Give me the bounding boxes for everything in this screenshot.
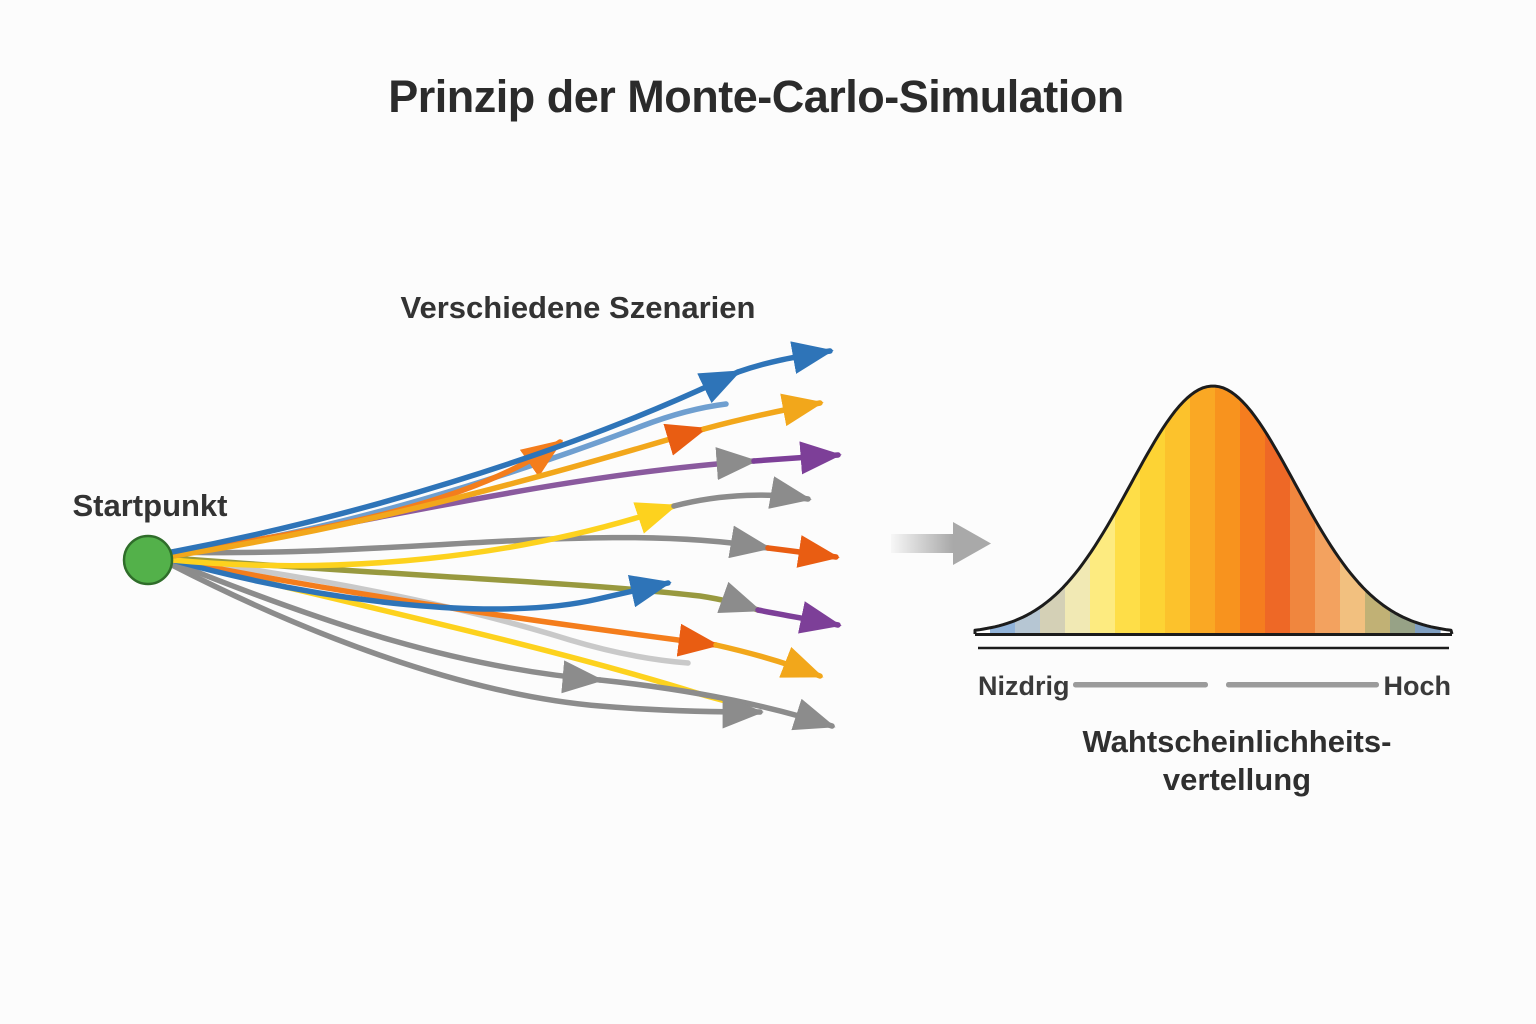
distribution-stripe (1140, 386, 1166, 634)
scenario-path (713, 642, 824, 679)
distribution-stripe (1290, 386, 1316, 634)
transition-arrow-icon (891, 522, 991, 565)
distribution-stripe (1240, 386, 1266, 634)
range-bar-right (1226, 682, 1379, 688)
caption-line-1: Wahtscheinlichheits- (1083, 724, 1392, 759)
bell-outline (973, 384, 1454, 635)
distribution-stripe (1090, 386, 1116, 634)
scenario-path (169, 555, 691, 666)
scenario-path (169, 525, 772, 559)
distribution-stripe (1390, 386, 1416, 634)
scenarios-label: Verschiedene Szenarien (401, 290, 756, 325)
scenario-path (597, 677, 836, 731)
scenario-path (671, 476, 812, 509)
low-label: Nizdrig (978, 671, 1070, 701)
range-bar-left (1073, 682, 1208, 688)
distribution-stripe (1015, 386, 1041, 634)
scenario-path (169, 423, 708, 559)
scenario-path (755, 601, 842, 634)
start-point-label: Startpunkt (73, 488, 228, 523)
distribution-stripe (1415, 386, 1441, 634)
probability-range: Nizdrig Hoch (978, 671, 1451, 701)
scenario-path (765, 535, 840, 568)
distribution-caption: Wahtscheinlichheits- vertellung (1083, 724, 1392, 797)
distribution-stripe (1065, 386, 1091, 634)
distribution-stripe (1215, 386, 1241, 634)
distribution-stripe (1365, 386, 1391, 634)
high-label: Hoch (1384, 671, 1452, 701)
scenario-path (169, 401, 729, 557)
scenario-path (169, 559, 604, 694)
distribution-stripe (1165, 386, 1191, 634)
distribution-stripe (1315, 386, 1341, 634)
distribution-stripe (1190, 386, 1216, 634)
probability-distribution-curve (973, 384, 1454, 650)
distribution-stripe (1265, 386, 1291, 634)
scenario-arrows (169, 341, 842, 731)
scenario-path (169, 562, 764, 729)
distribution-stripe (1340, 386, 1366, 634)
scenario-path (169, 502, 678, 569)
scenario-path (169, 369, 742, 555)
scenario-path (169, 557, 672, 612)
distribution-stripe (990, 386, 1016, 634)
page-title: Prinzip der Monte-Carlo-Simulation (388, 71, 1124, 122)
scenario-path (751, 441, 842, 475)
caption-line-2: vertellung (1163, 762, 1311, 797)
scenario-path (735, 341, 834, 375)
scenario-path (701, 393, 824, 432)
start-point-circle (122, 534, 174, 586)
